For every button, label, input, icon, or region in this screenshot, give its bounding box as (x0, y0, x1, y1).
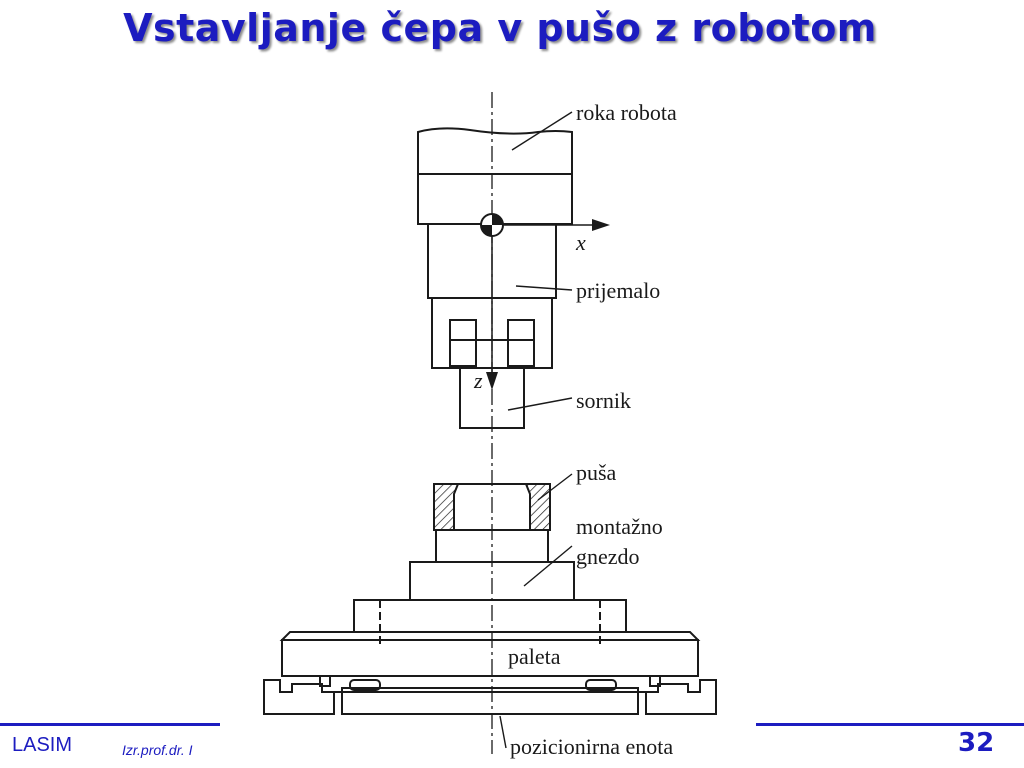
label-gripper: prijemalo (576, 278, 660, 303)
footer-organization: LASIM (12, 734, 73, 756)
assembly-diagram: x z roka robota prijemalo sornik puša mo… (220, 88, 760, 760)
slide-title: Vstavljanje čepa v pušo z robotom (123, 6, 877, 50)
label-nest-line1: montažno (576, 514, 663, 539)
tcp-target-icon (480, 213, 504, 237)
label-positioning-unit: pozicionirna enota (510, 734, 673, 759)
z-axis-label: z (473, 368, 483, 393)
positioning-pin-right (585, 679, 617, 691)
pallet-rail-left (319, 675, 331, 687)
nest-tier-bottom (353, 599, 627, 633)
pallet-rail-right (649, 675, 661, 687)
footer-divider-left (0, 723, 220, 726)
positioning-unit-plate (341, 687, 639, 715)
bushing-wall-right (524, 483, 551, 531)
bushing-wall-left (433, 483, 460, 531)
positioning-base-left (263, 679, 335, 715)
x-axis-label: x (575, 230, 586, 255)
label-pallet: paleta (508, 644, 561, 669)
leader-bushing (537, 473, 573, 501)
robot-arm-shape (417, 127, 573, 225)
label-bushing: puša (576, 460, 617, 485)
pallet-top-plate (279, 631, 701, 641)
leader-positioning-unit (499, 715, 507, 749)
leader-pin (507, 397, 573, 411)
leader-gripper (515, 285, 573, 291)
positioning-pin-left (349, 679, 381, 691)
label-robot-arm: roka robota (576, 100, 677, 125)
x-axis-arrow-icon (592, 219, 610, 231)
pallet-body (281, 639, 699, 677)
gripper-jaw-right (507, 319, 535, 367)
label-nest-line2: gnezdo (576, 544, 640, 569)
gripper-jaw-left (449, 319, 477, 367)
label-pin: sornik (576, 388, 631, 413)
leader-robot-arm (511, 111, 573, 151)
leader-nest (523, 545, 573, 587)
positioning-base-right (645, 679, 717, 715)
footer-author: Izr.prof.dr. I (122, 742, 193, 758)
z-axis-arrow-icon (486, 372, 498, 390)
page-number: 32 (958, 728, 995, 758)
footer-divider-right (756, 723, 1024, 726)
